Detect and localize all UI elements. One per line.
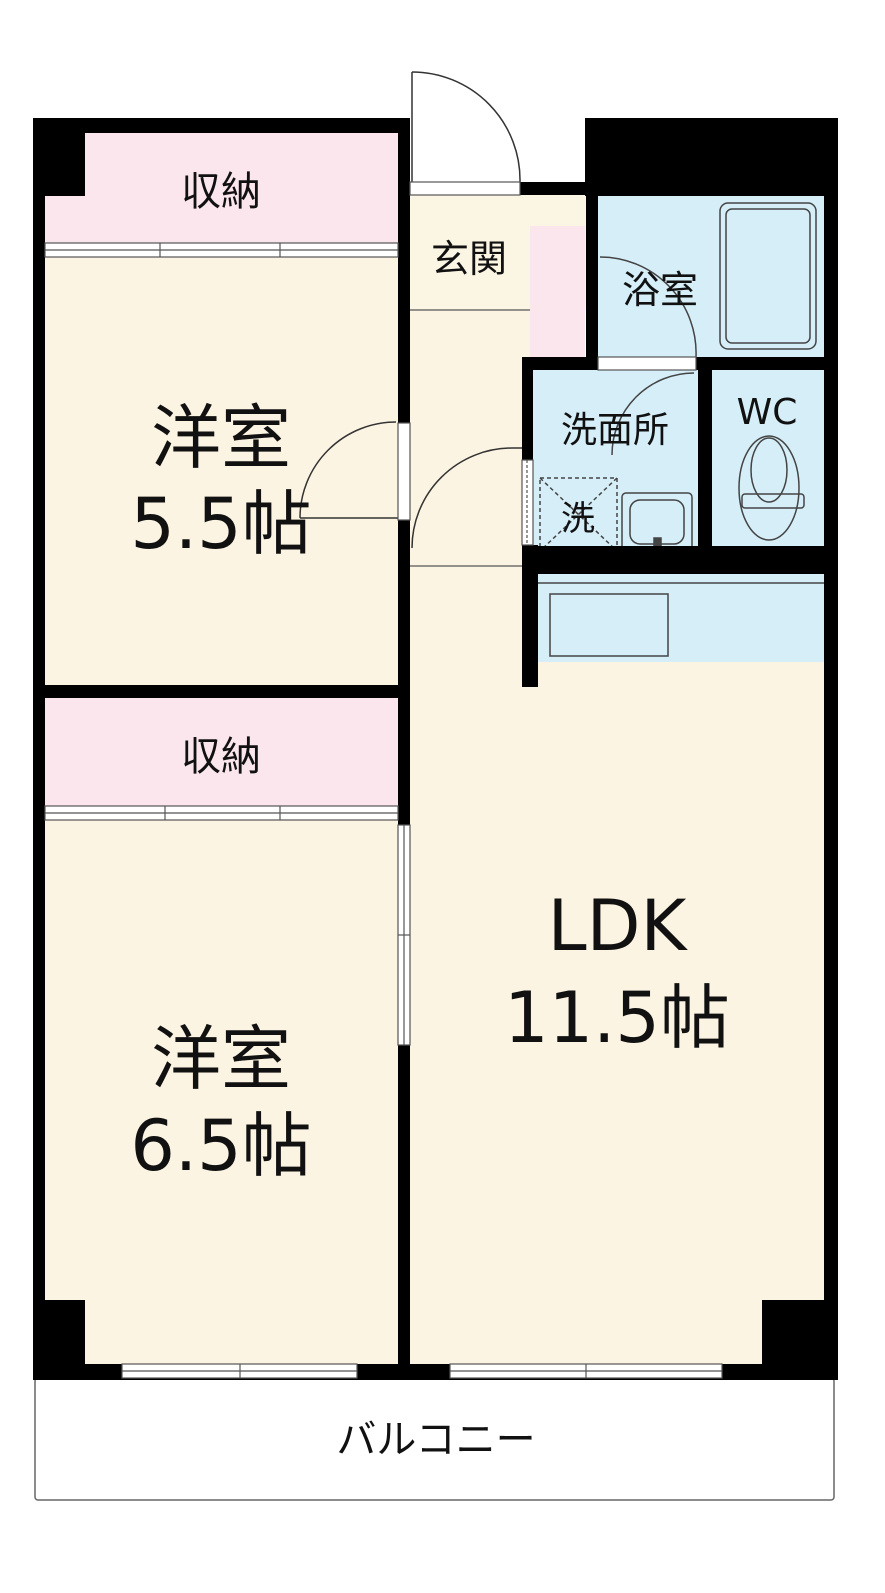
shoe-cabinet <box>530 226 585 358</box>
wall-top-right <box>585 118 838 196</box>
doors <box>299 71 522 549</box>
ldk-name: LDK <box>548 885 689 967</box>
washroom-door-arc <box>611 372 695 456</box>
storage-1-floor <box>45 133 398 245</box>
entrance-label: 玄関 <box>431 237 507 281</box>
floor-fills <box>34 133 835 1501</box>
hall-door-arc <box>411 447 513 549</box>
western-room-1-name: 洋室 <box>151 397 291 479</box>
wall-between-rooms <box>33 685 410 698</box>
wall-bath-bottom-right <box>696 357 836 370</box>
wall-bath-left <box>586 182 598 370</box>
washer-label: 洗 <box>561 499 595 539</box>
wall-top-left <box>33 118 410 133</box>
western-room-1-size: 5.5帖 <box>130 483 311 565</box>
ldk-floor <box>410 568 824 1364</box>
bathtub <box>719 202 817 350</box>
western-room-2-floor <box>45 815 398 1364</box>
entrance-step <box>409 181 521 196</box>
openings <box>44 181 723 1379</box>
kitchen-counter <box>538 574 824 662</box>
washer-space <box>539 477 618 552</box>
ldk-size: 11.5帖 <box>504 977 730 1059</box>
western-room-1-door-arc <box>299 421 397 519</box>
fixtures <box>538 202 824 657</box>
column-bottom-left <box>33 1300 85 1380</box>
western-room-2-size: 6.5帖 <box>130 1105 311 1187</box>
toilet-bowl <box>738 435 800 541</box>
front-door-arc <box>411 71 521 183</box>
column-bottom-right <box>762 1300 838 1380</box>
western-room-2-name: 洋室 <box>151 1018 291 1100</box>
walls <box>33 118 838 1380</box>
storage-2-label: 収納 <box>181 734 261 780</box>
toilet-tank <box>741 493 805 509</box>
wall-washroom-left-low <box>522 545 538 687</box>
wall-middle-mid <box>398 520 410 825</box>
bathtub-inner <box>725 208 811 344</box>
wall-wc-left <box>698 370 712 556</box>
storage-2-floor <box>45 698 398 806</box>
wall-entrance-top <box>520 182 586 195</box>
wall-middle-lower <box>398 1045 410 1380</box>
sink <box>549 593 669 657</box>
western-room-1-door-frame <box>397 422 411 521</box>
wall-right <box>824 118 838 1380</box>
storage-1-label: 収納 <box>181 169 261 215</box>
wall-bath-bottom <box>522 357 602 370</box>
wall-washroom-left <box>522 357 533 460</box>
washroom-floor <box>533 370 698 556</box>
wc-label: WC <box>737 392 798 433</box>
balcony-label: バルコニー <box>336 1417 535 1463</box>
wc-floor <box>712 370 824 546</box>
bath-door-arc <box>599 256 697 358</box>
bath-floor <box>598 195 824 357</box>
wall-left <box>33 118 45 1380</box>
wall-middle-upper <box>398 118 410 423</box>
wall-wet-bottom <box>522 546 838 574</box>
labels: 収納 洋室 5.5帖 収納 洋室 6.5帖 LDK 11.5帖 玄関 浴室 洗面… <box>130 169 797 1463</box>
bath-door-frame <box>597 356 697 371</box>
bath-label: 浴室 <box>622 268 698 312</box>
western-room-1-floor <box>45 255 398 685</box>
washer-diag-1 <box>539 477 618 552</box>
washer-diag-2 <box>539 477 618 552</box>
toilet-seat <box>750 437 788 503</box>
washroom-label: 洗面所 <box>561 410 669 451</box>
